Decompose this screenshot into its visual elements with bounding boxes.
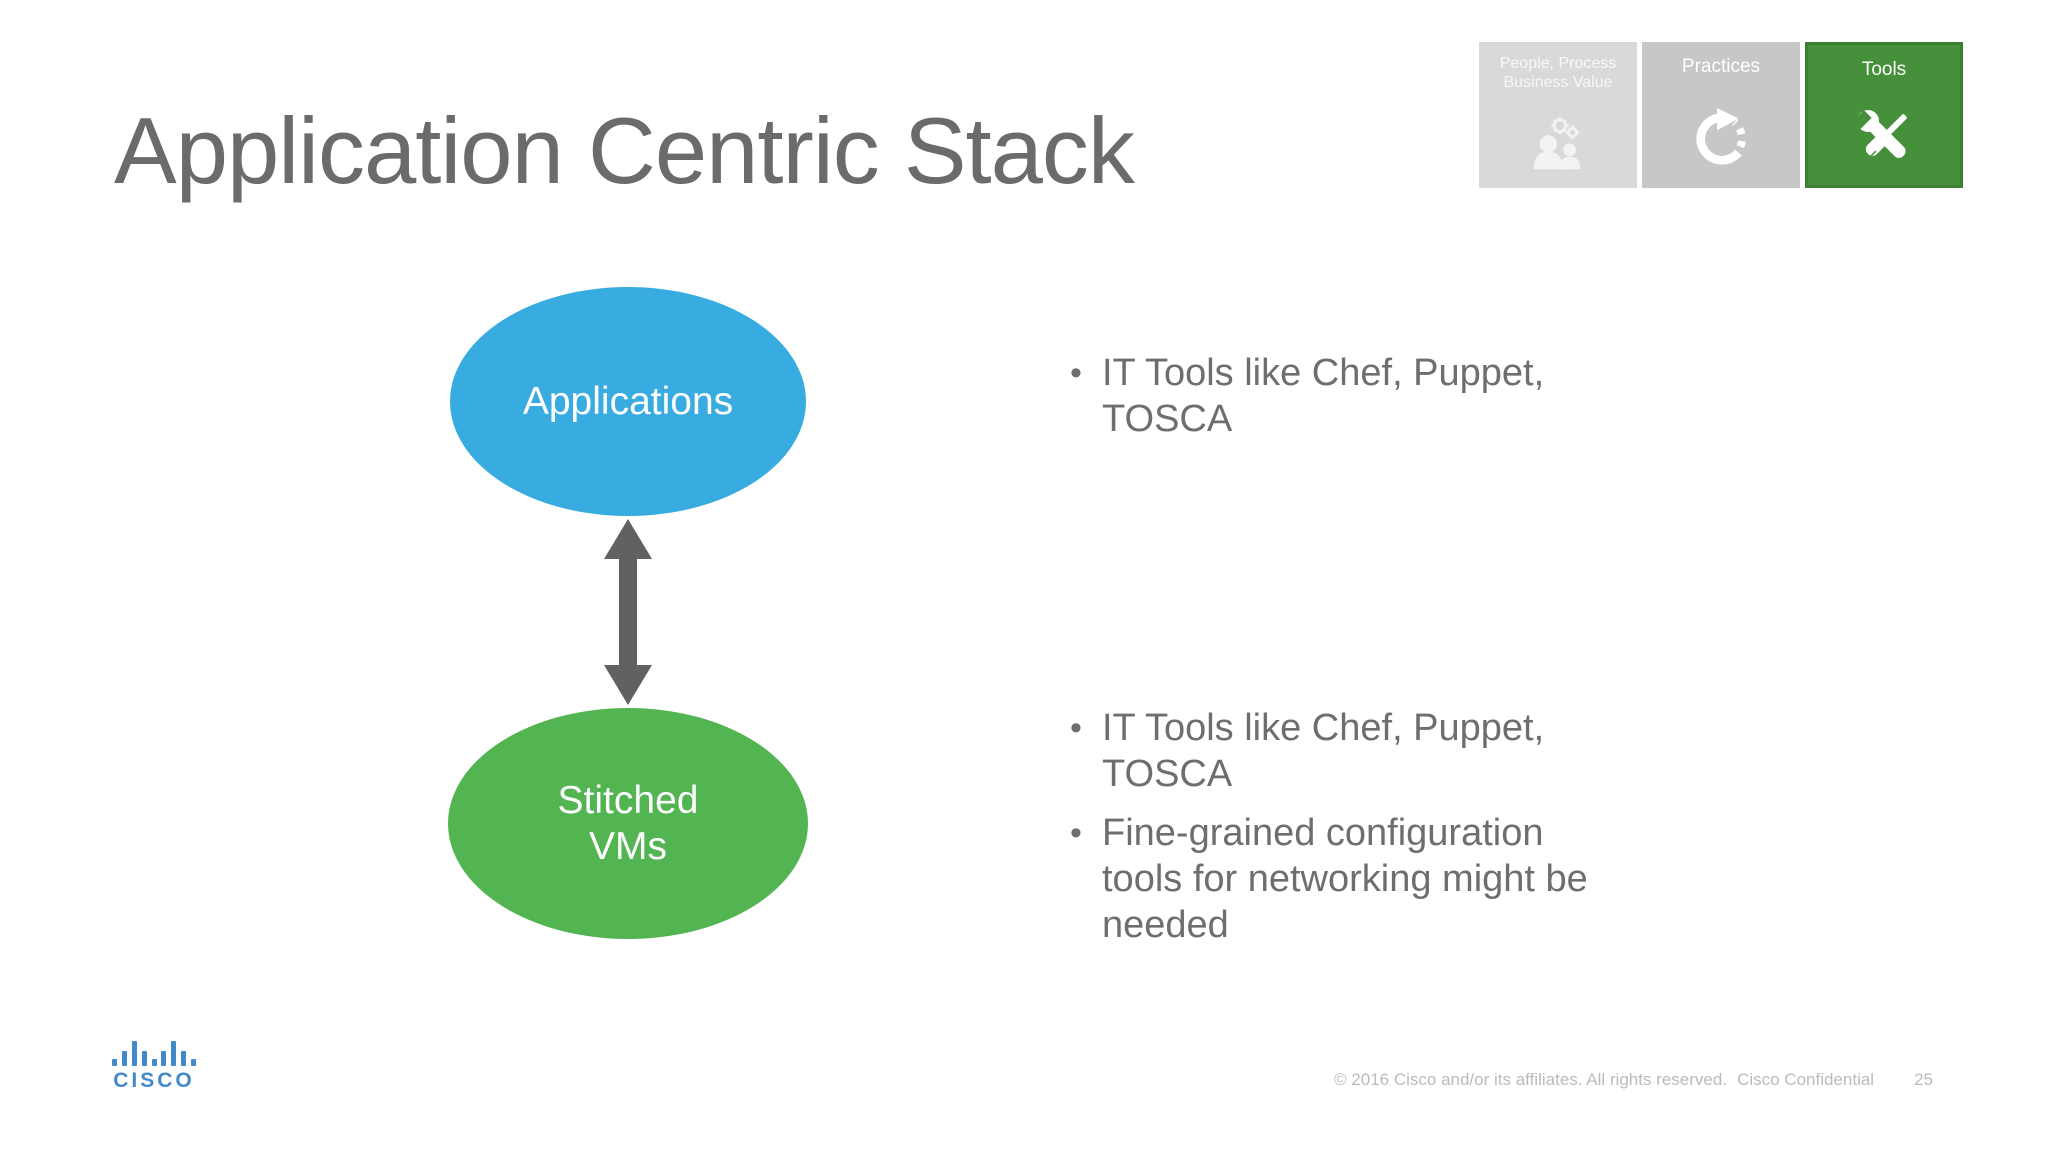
category-tab-strip: People, Process Business Value — [1479, 42, 1963, 188]
tab-tools-label: Tools — [1861, 59, 1907, 80]
bullet-item: IT Tools like Chef, Puppet, TOSCA — [1068, 705, 1613, 797]
copyright-text: © 2016 Cisco and/or its affiliates. All … — [1334, 1070, 1728, 1089]
stitched-vms-bullet-list: IT Tools like Chef, Puppet, TOSCA Fine-g… — [1068, 705, 1613, 948]
cisco-logo: CISCO — [112, 1040, 196, 1093]
tab-people-label-line1: People, Process — [1499, 55, 1617, 72]
tab-practices: Practices — [1642, 42, 1800, 188]
node-stitched-vms-label: Stitched VMs — [557, 778, 699, 868]
node-applications-label: Applications — [522, 379, 734, 423]
double-arrow-connector — [604, 519, 652, 705]
tab-people-label-line2: Business Value — [1503, 74, 1613, 91]
cycle-arrow-icon — [1690, 86, 1752, 188]
tab-people-process-business-value: People, Process Business Value — [1479, 42, 1637, 188]
tab-label: People, Process Business Value — [1500, 54, 1617, 92]
page-number: 25 — [1914, 1070, 1933, 1089]
tab-tools: Tools — [1805, 42, 1963, 188]
bullet-item: IT Tools like Chef, Puppet, TOSCA — [1068, 350, 1613, 442]
node-stitched-vms: Stitched VMs — [448, 708, 808, 939]
bullet-item: Fine-grained configuration tools for net… — [1068, 810, 1613, 948]
node-applications: Applications — [450, 287, 806, 516]
confidential-text: Cisco Confidential — [1737, 1070, 1875, 1089]
applications-bullet-list: IT Tools like Chef, Puppet, TOSCA — [1068, 350, 1613, 442]
slide-footer: © 2016 Cisco and/or its affiliates. All … — [1334, 1070, 1933, 1090]
tab-practices-label: Practices — [1681, 56, 1761, 77]
cisco-logo-bars-icon — [112, 1040, 196, 1066]
cisco-logo-text: CISCO — [113, 1069, 195, 1092]
people-gears-icon — [1527, 100, 1589, 188]
page-title: Application Centric Stack — [114, 98, 1135, 203]
wrench-screwdriver-icon — [1852, 89, 1916, 185]
